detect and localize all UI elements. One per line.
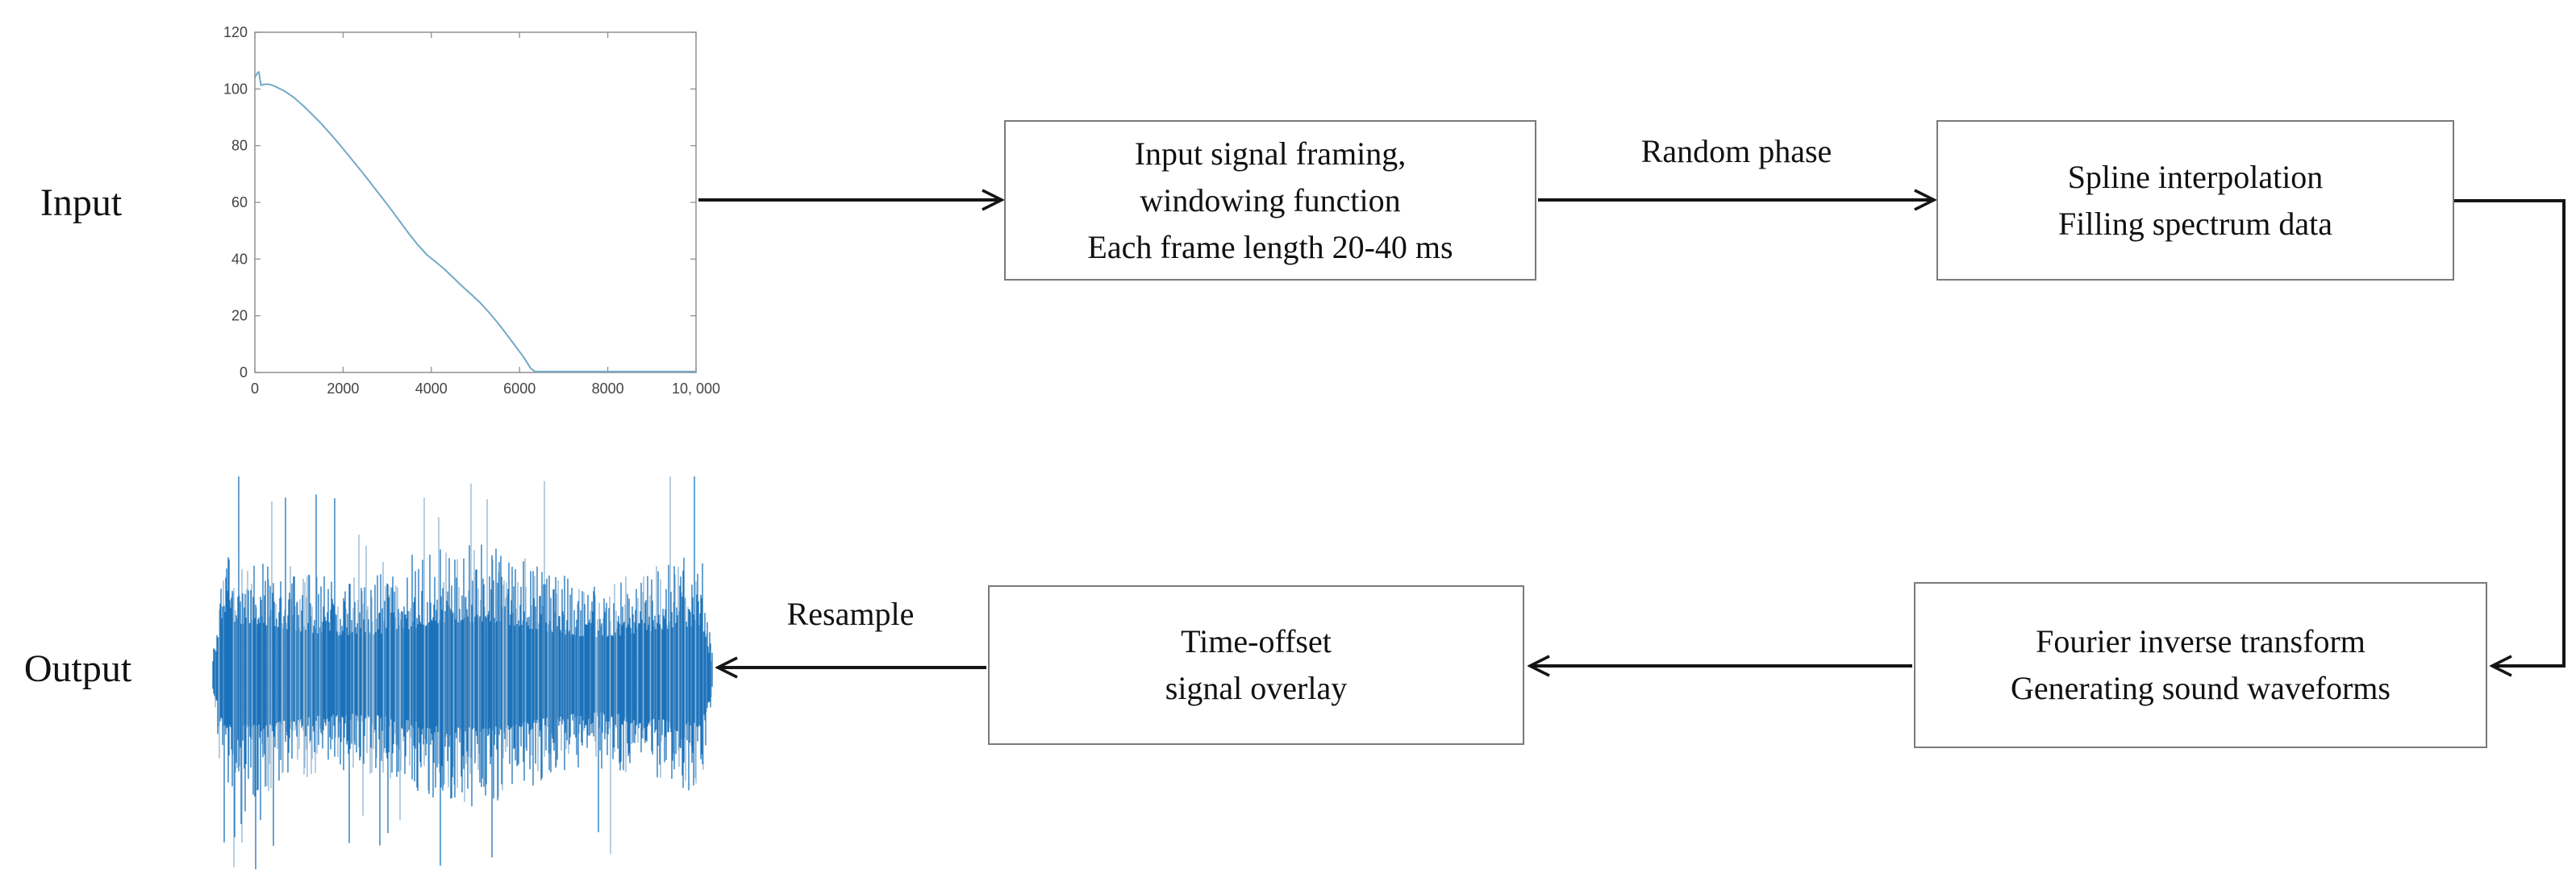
box-line: Each frame length 20-40 ms — [1087, 228, 1453, 265]
box-line: signal overlay — [1165, 670, 1348, 706]
x-tick-label: 0 — [251, 381, 259, 397]
x-tick-label: 2000 — [327, 381, 359, 397]
y-tick-label: 0 — [240, 364, 248, 381]
box-line: Fourier inverse transform — [2036, 623, 2366, 659]
output-label: Output — [23, 647, 132, 690]
x-tick-label: 4000 — [415, 381, 448, 397]
input-label: Input — [40, 181, 123, 224]
box-fourier-inverse-transform: Fourier inverse transform Generating sou… — [1914, 582, 2487, 748]
x-tick-label: 8000 — [592, 381, 624, 397]
y-tick-label: 120 — [223, 24, 248, 40]
x-tick-label: 10, 000 — [672, 381, 720, 397]
resample-label: Resample — [786, 596, 915, 632]
waveform-main-strokes — [212, 476, 713, 870]
y-tick-label: 100 — [223, 81, 248, 97]
box-line: Spline interpolation — [2067, 158, 2324, 195]
box-line: Time-offset — [1181, 623, 1332, 659]
y-tick-label: 80 — [231, 138, 248, 154]
box-line: Filling spectrum data — [2058, 205, 2332, 242]
random-phase-label: Random phase — [1640, 133, 1832, 169]
box-time-offset-overlay: Time-offset signal overlay — [988, 585, 1524, 745]
output-waveform — [212, 476, 713, 870]
box-spline-interpolation: Spline interpolation Filling spectrum da… — [1936, 120, 2454, 281]
y-tick-label: 20 — [231, 308, 248, 324]
box-line: windowing function — [1140, 181, 1401, 218]
box-line: Generating sound waveforms — [2011, 670, 2391, 706]
input-spectrum-chart: 0 20 40 60 80 100 120 0 2000 4000 6000 8000 10, 000 — [223, 24, 720, 397]
spectrum-curve — [254, 71, 696, 372]
y-tick-label: 60 — [231, 194, 248, 210]
waveform-texture-strokes — [215, 476, 712, 867]
box-input-signal-framing: Input signal framing, windowing function… — [1004, 120, 1536, 281]
plot-frame — [254, 31, 697, 373]
x-tick-label: 6000 — [503, 381, 536, 397]
y-tick-label: 40 — [231, 251, 248, 267]
box-line: Input signal framing, — [1134, 135, 1407, 172]
